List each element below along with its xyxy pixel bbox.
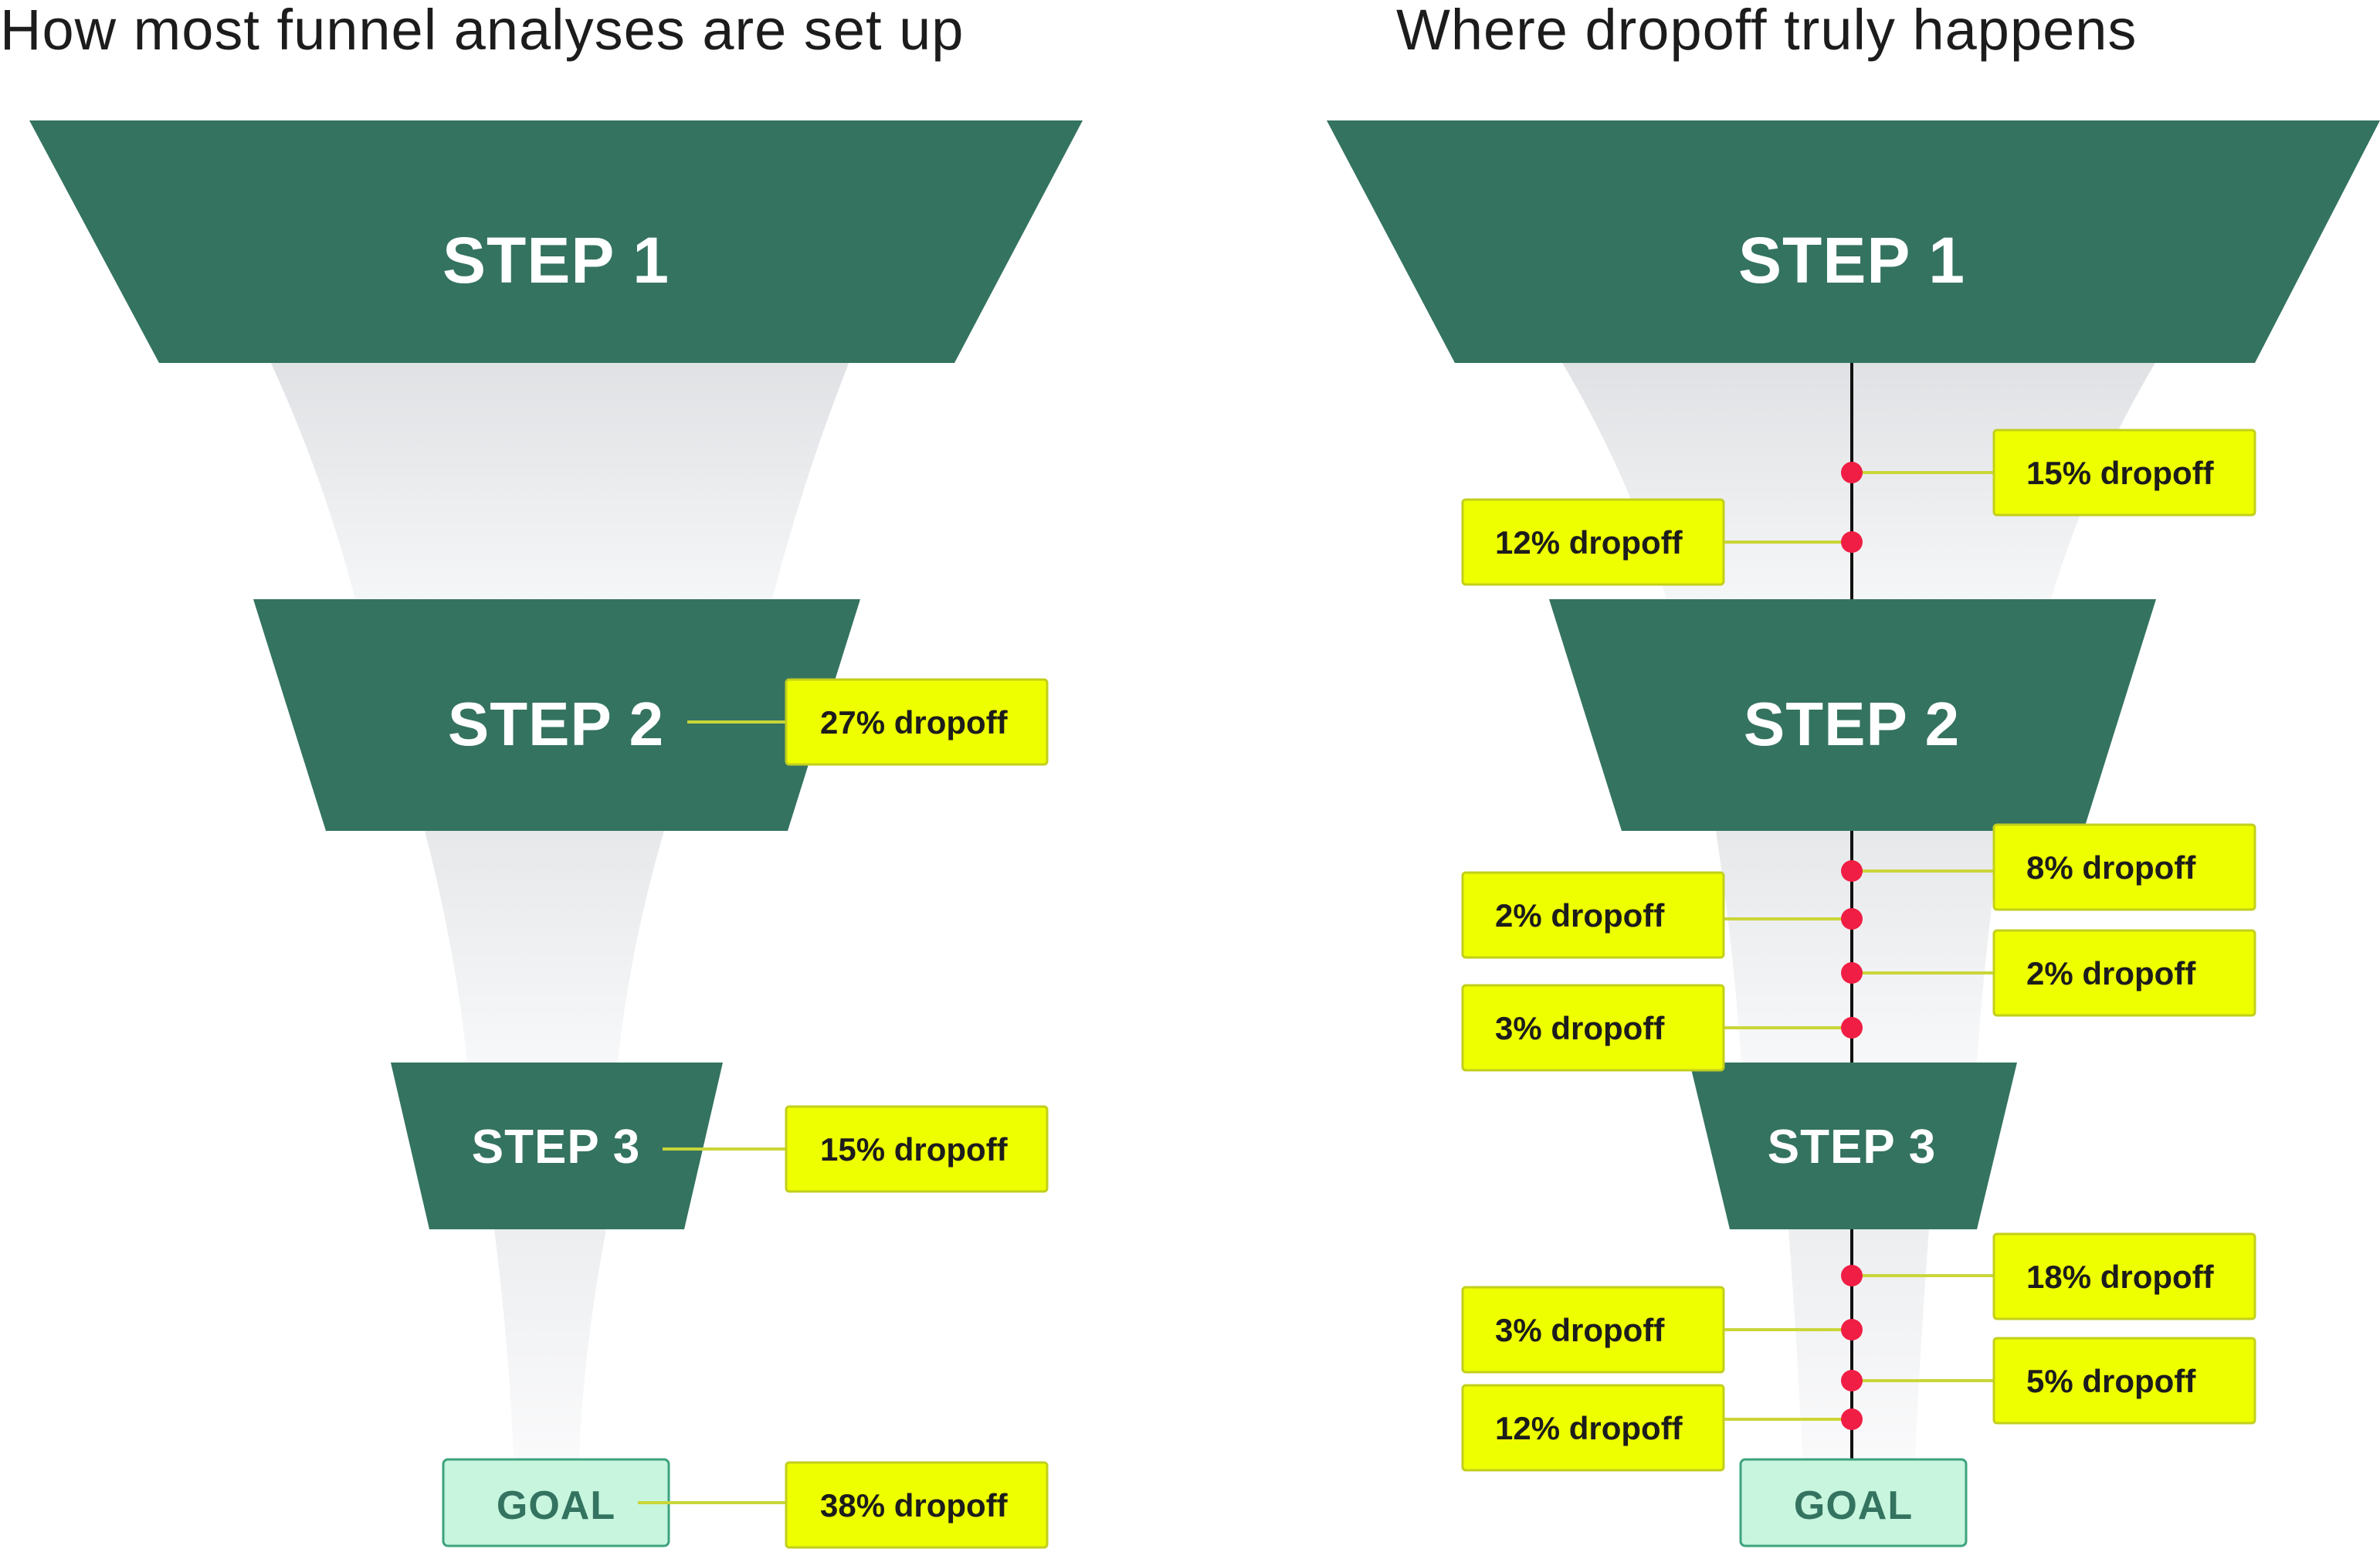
- right-dropoff-box-5: [1992, 929, 2256, 1017]
- right-step-3-label: STEP 3: [1768, 1120, 1937, 1174]
- right-dropoff-box-1: [1992, 429, 2256, 517]
- right-step-2-label: STEP 2: [1744, 690, 1960, 758]
- right-dropoff-3: 8% dropoff: [2026, 849, 2196, 886]
- right-dropoff-2: 12% dropoff: [1495, 524, 1683, 561]
- right-dot-3: [1841, 860, 1863, 882]
- left-step-3-shape: [391, 1063, 723, 1229]
- right-dropoff-box-10: [1461, 1384, 1725, 1472]
- right-dot-5: [1841, 962, 1863, 984]
- right-goal-label: GOAL: [1794, 1483, 1913, 1528]
- left-dropoff-step2: 27% dropoff: [820, 704, 1009, 741]
- left-step-3-label: STEP 3: [472, 1120, 641, 1174]
- right-dot-6: [1841, 1017, 1863, 1039]
- right-dropoff-box-2: [1461, 498, 1725, 586]
- left-step-2-label: STEP 2: [448, 690, 664, 758]
- right-step-3-shape: [1690, 1063, 2017, 1229]
- right-dot-8: [1841, 1319, 1863, 1341]
- right-dot-1: [1841, 462, 1863, 483]
- left-dropoff-box-step2: [785, 678, 1049, 766]
- right-step-1-shape: [1327, 120, 2380, 363]
- right-panel: Where dropoff truly happens STEP 1 STEP …: [1327, 0, 2380, 1547]
- left-dropoff-box-step3: [785, 1105, 1049, 1193]
- right-dot-10: [1841, 1408, 1863, 1430]
- right-dropoff-4: 2% dropoff: [1495, 897, 1665, 934]
- left-panel-title: How most funnel analyses are set up: [0, 0, 964, 62]
- left-step-1-label: STEP 1: [442, 224, 670, 297]
- left-step-1-shape: [29, 120, 1083, 363]
- left-dropoff-step3: 15% dropoff: [820, 1131, 1009, 1168]
- right-dropoff-5: 2% dropoff: [2026, 955, 2196, 991]
- right-dot-4: [1841, 908, 1863, 930]
- funnel-neck-2: [425, 831, 664, 1063]
- right-goal-box: [1739, 1458, 1968, 1547]
- right-dropoff-9: 5% dropoff: [2026, 1363, 2196, 1399]
- right-dropoff-box-6: [1461, 984, 1725, 1072]
- right-funnel-neck-2: [1716, 831, 2002, 1063]
- right-dropoff-6: 3% dropoff: [1495, 1010, 1665, 1046]
- right-dropoff-1: 15% dropoff: [2026, 455, 2215, 491]
- funnel-neck-1-fill: [193, 358, 849, 599]
- right-dropoff-box-9: [1992, 1337, 2256, 1425]
- left-dropoff-box-goal: [785, 1461, 1049, 1549]
- right-dot-7: [1841, 1265, 1863, 1286]
- right-step-1-label: STEP 1: [1738, 224, 1965, 297]
- right-funnel-neck-3: [1788, 1229, 1929, 1459]
- left-panel: How most funnel analyses are set up STEP…: [0, 0, 1083, 1549]
- right-dot-9: [1841, 1370, 1863, 1391]
- left-step-2-shape: [253, 599, 860, 831]
- right-dropoff-7: 18% dropoff: [2026, 1259, 2215, 1295]
- right-panel-title: Where dropoff truly happens: [1396, 0, 2137, 62]
- right-dropoff-box-7: [1992, 1232, 2256, 1320]
- left-goal-label: GOAL: [497, 1483, 615, 1528]
- right-dropoff-box-3: [1992, 823, 2256, 911]
- funnel-neck-3: [494, 1229, 606, 1459]
- left-dropoff-goal: 38% dropoff: [820, 1487, 1009, 1524]
- right-dropoff-box-8: [1461, 1286, 1725, 1374]
- right-step-2-shape: [1549, 599, 2156, 831]
- right-dropoff-box-4: [1461, 871, 1725, 959]
- right-dropoff-10: 12% dropoff: [1495, 1410, 1683, 1446]
- right-dropoff-8: 3% dropoff: [1495, 1312, 1665, 1348]
- right-dot-2: [1841, 531, 1863, 553]
